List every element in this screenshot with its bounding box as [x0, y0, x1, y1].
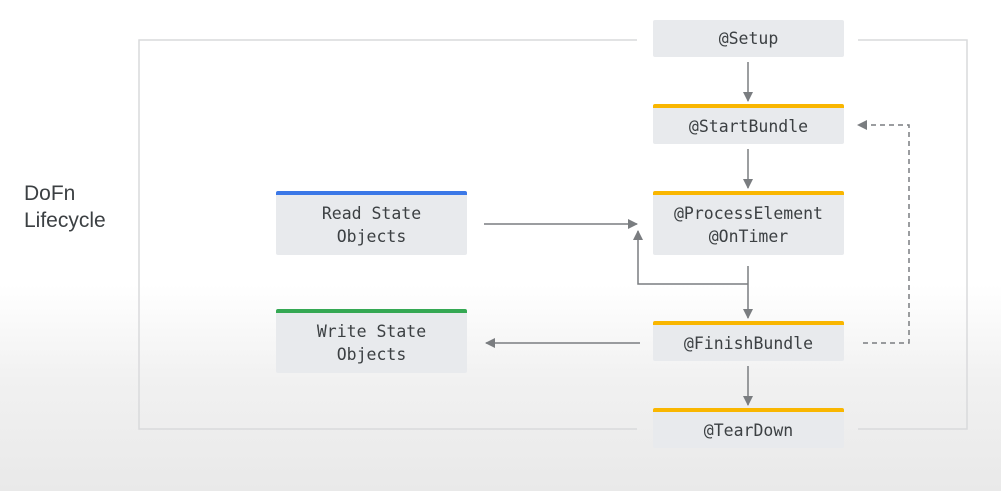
lifecycle-frame-right — [858, 39, 968, 430]
arrow-finishbundle-to-startbundle-dashed — [857, 120, 910, 344]
writestate-node: Write State Objects — [276, 309, 467, 373]
readstate-node: Read State Objects — [276, 191, 467, 255]
diagram-title-line2: Lifecycle — [24, 209, 106, 232]
arrow-loop-to-processelement — [633, 230, 748, 285]
lifecycle-frame — [138, 39, 637, 430]
finishbundle-node: @FinishBundle — [653, 321, 844, 361]
diagram-title: DoFn Lifecycle — [24, 180, 106, 234]
diagram-title-line1: DoFn — [24, 182, 76, 205]
teardown-node: @TearDown — [653, 408, 844, 448]
setup-node: @Setup — [653, 20, 844, 57]
processelement-node: @ProcessElement @OnTimer — [653, 191, 844, 255]
startbundle-node: @StartBundle — [653, 104, 844, 144]
